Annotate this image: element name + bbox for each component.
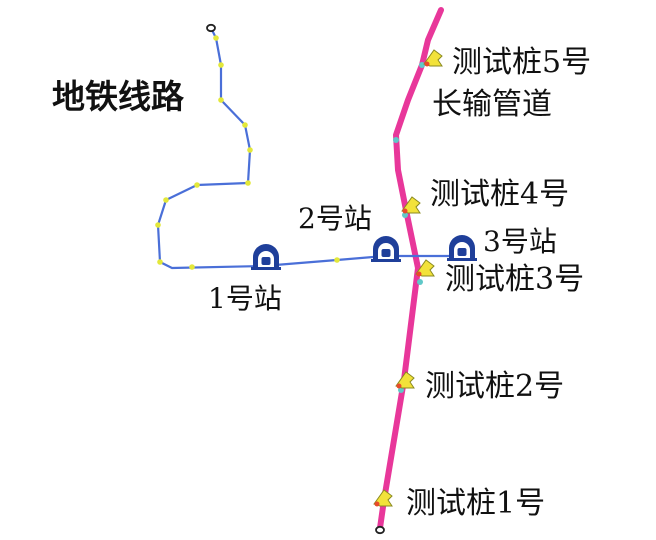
test-pile-3-label: 测试桩3号 <box>445 262 585 297</box>
test-pile-1-label: 测试桩1号 <box>406 486 546 521</box>
test-pile-2-label: 测试桩2号 <box>425 369 565 404</box>
metro-line-label: 地铁线路 <box>52 77 184 116</box>
line-terminal-icon <box>206 23 216 33</box>
test-pile-marker-icon[interactable] <box>401 196 421 214</box>
station-1-label: 1号站 <box>208 282 282 315</box>
pipeline-terminal-icon <box>375 525 385 535</box>
test-pile-marker-icon[interactable] <box>395 371 415 389</box>
test-pile-marker-icon[interactable] <box>423 49 443 67</box>
test-pile-4-label: 测试桩4号 <box>430 177 570 212</box>
metro-line-vertices <box>155 35 340 270</box>
test-pile-marker-icon[interactable] <box>415 259 435 277</box>
pipeline-vertices <box>381 62 425 503</box>
pipeline-label: 长输管道 <box>432 87 552 122</box>
pipeline-route <box>377 7 444 531</box>
metro-station-icon[interactable] <box>251 244 281 270</box>
metro-station-icon[interactable] <box>371 236 401 262</box>
test-pile-marker-icon[interactable] <box>373 489 393 507</box>
test-pile-5-label: 测试桩5号 <box>452 45 592 80</box>
metro-station-icon[interactable] <box>447 235 477 261</box>
station-2-label: 2号站 <box>298 202 372 235</box>
station-3-label: 3号站 <box>483 225 557 258</box>
